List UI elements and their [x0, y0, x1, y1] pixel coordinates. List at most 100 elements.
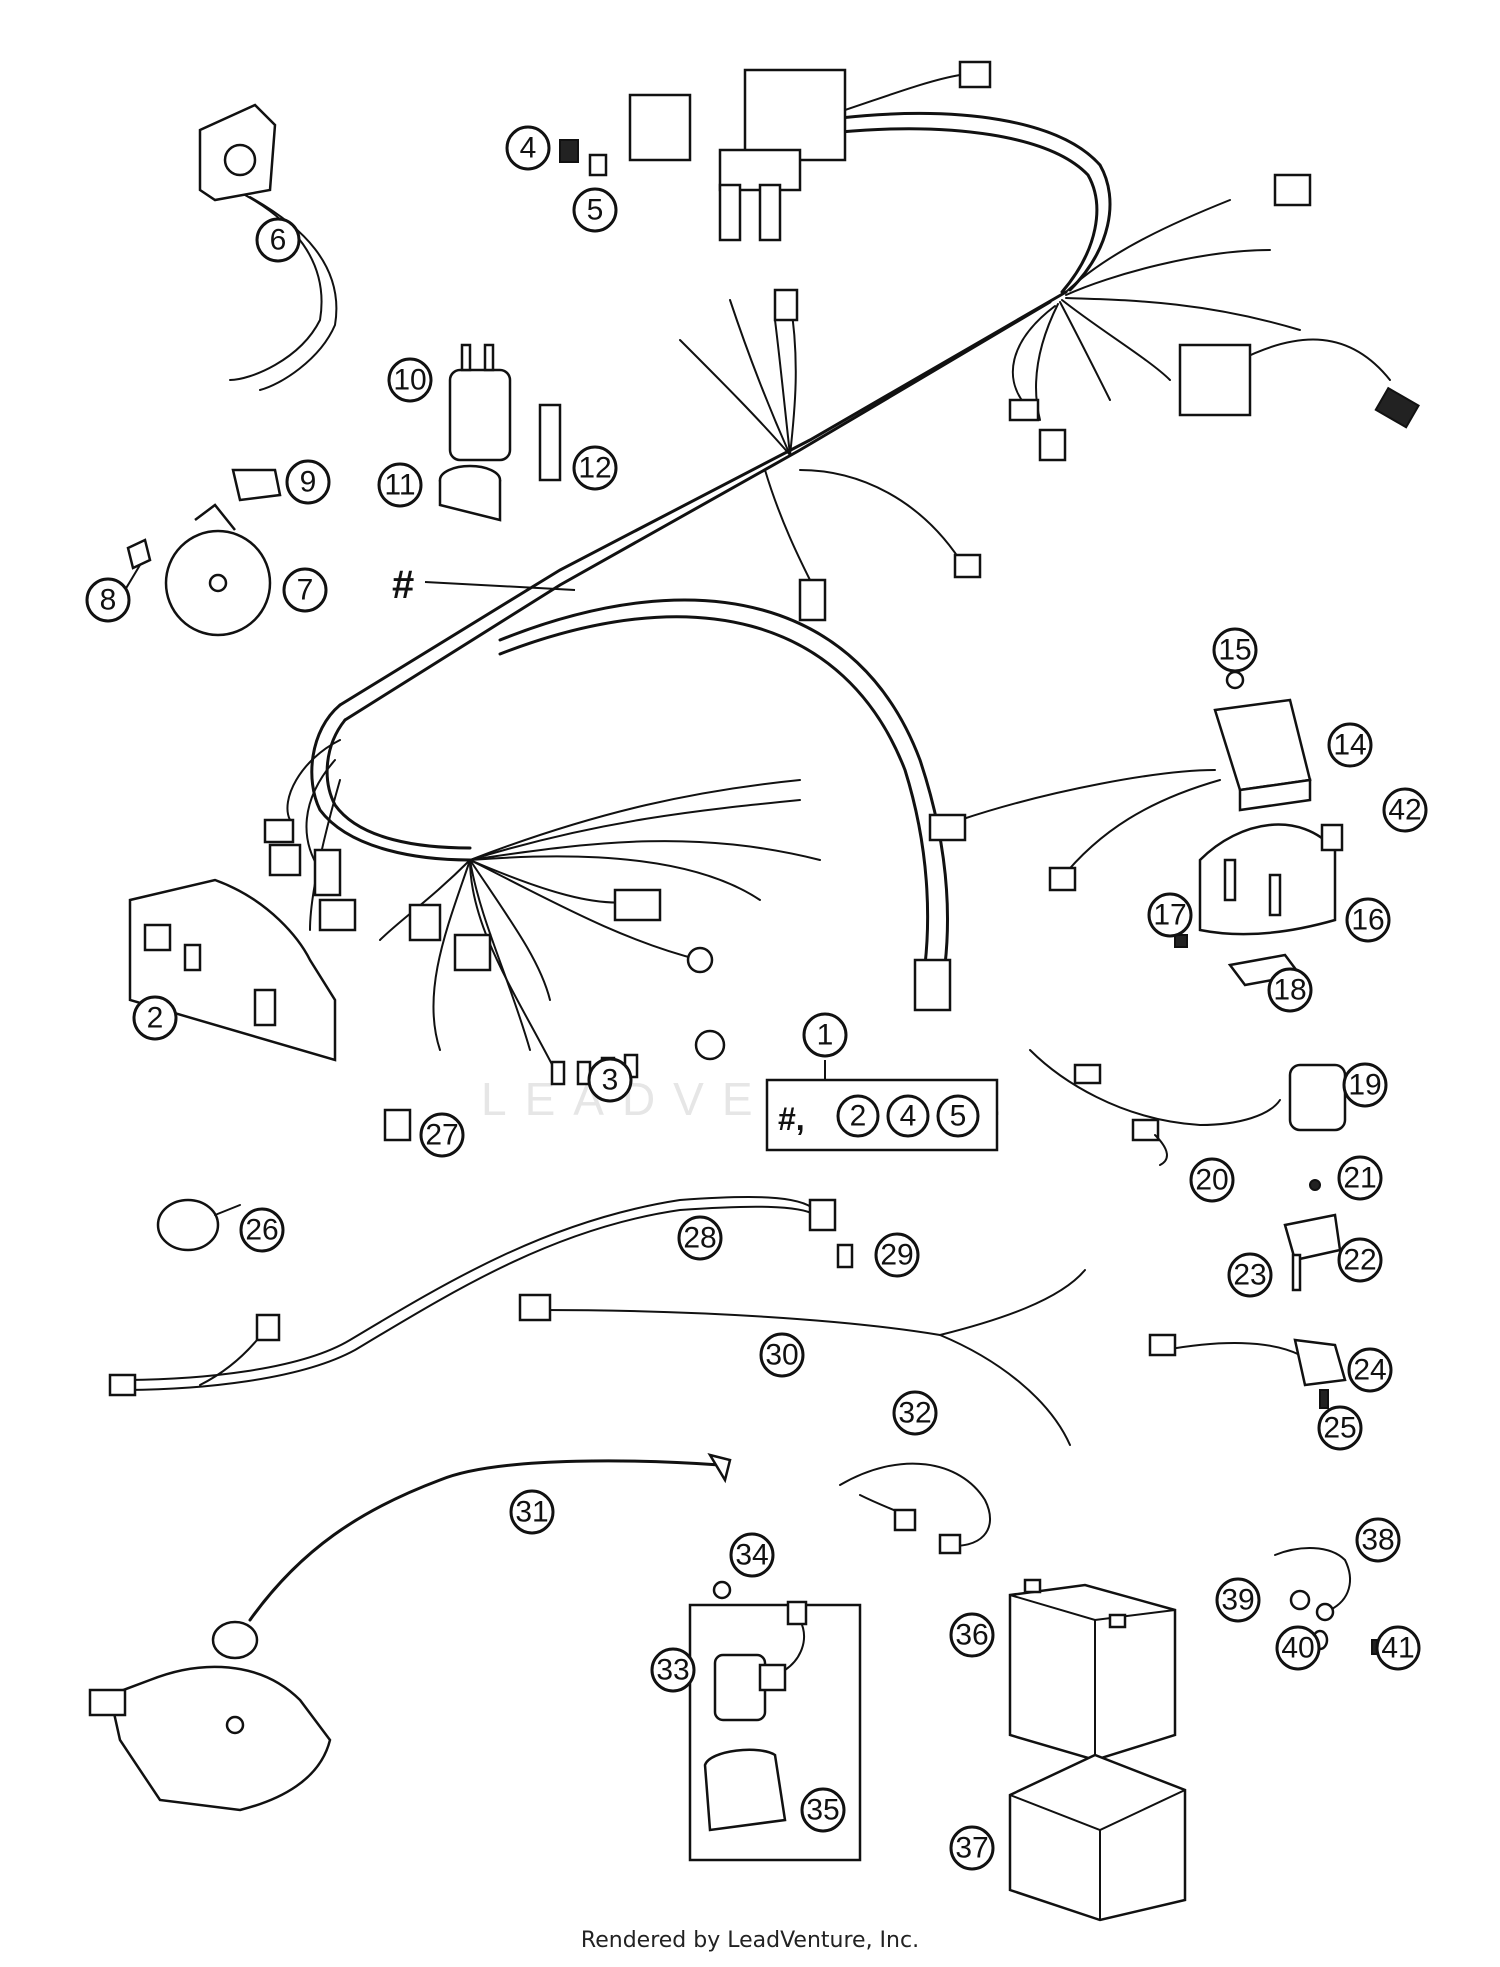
plug-connector: [313, 848, 342, 897]
svg-text:5: 5: [587, 194, 604, 227]
svg-text:18: 18: [1273, 974, 1306, 1007]
svg-text:41: 41: [1381, 1632, 1414, 1665]
callout-22: 22: [1337, 1237, 1383, 1283]
plug-connector: [913, 958, 952, 1012]
callout-31: 31: [509, 1489, 555, 1535]
svg-text:21: 21: [1343, 1162, 1376, 1195]
callout-14: 14: [1327, 722, 1373, 768]
svg-text:25: 25: [1323, 1412, 1356, 1445]
callout-28: 28: [677, 1215, 723, 1261]
callout-35: 35: [800, 1787, 846, 1833]
callout-20: 20: [1189, 1157, 1235, 1203]
svg-text:24: 24: [1353, 1354, 1386, 1387]
svg-text:32: 32: [898, 1397, 931, 1430]
svg-text:5: 5: [950, 1100, 967, 1133]
mounting-bracket-2: [128, 878, 337, 1062]
plug-connector: [1008, 398, 1040, 422]
battery-box-37: [1008, 1753, 1187, 1922]
voltage-regulator-14: [928, 698, 1312, 892]
plug-connector: [798, 578, 827, 622]
kit-callout-2: 2: [836, 1094, 880, 1138]
lamp-wire-28: [108, 1196, 837, 1397]
clip-42: [1320, 823, 1344, 852]
kit-callout-4: 4: [886, 1094, 930, 1138]
rubber-ring-11: [438, 464, 502, 522]
plug-connector: [1038, 428, 1067, 462]
svg-text:38: 38: [1361, 1524, 1394, 1557]
callout-21: 21: [1337, 1155, 1383, 1201]
kit-callout-5: 5: [936, 1094, 980, 1138]
fuse-box: [628, 60, 992, 242]
callout-4: 4: [505, 125, 551, 171]
callout-26: 26: [239, 1207, 285, 1253]
battery-36: [1008, 1578, 1177, 1762]
svg-text:20: 20: [1195, 1164, 1228, 1197]
svg-text:12: 12: [578, 452, 611, 485]
svg-text:17: 17: [1153, 899, 1186, 932]
callout-8: 8: [85, 577, 131, 623]
battery-cable-38: [1274, 1547, 1351, 1622]
svg-text:29: 29: [880, 1239, 913, 1272]
starter-motor: [88, 1665, 332, 1812]
svg-text:9: 9: [300, 466, 317, 499]
screw-8: [124, 538, 152, 591]
callout-3: 3: [587, 1057, 633, 1103]
callout-11: 11: [377, 462, 423, 508]
svg-text:16: 16: [1351, 904, 1384, 937]
callout-15: 15: [1212, 627, 1258, 673]
bulb-socket: [694, 1029, 726, 1061]
callout-42: 42: [1382, 787, 1428, 833]
svg-text:1: 1: [817, 1019, 834, 1052]
callout-9: 9: [285, 459, 331, 505]
svg-text:37: 37: [955, 1832, 988, 1865]
callout-5: 5: [572, 187, 618, 233]
callout-2: 2: [132, 995, 178, 1041]
callout-19: 19: [1342, 1062, 1388, 1108]
clip-12: [538, 403, 562, 482]
cable-tie-26: [156, 1198, 241, 1252]
screw-25: [1319, 1389, 1329, 1409]
switch-connector: [613, 888, 662, 922]
kit-hash-label: #,: [778, 1101, 805, 1137]
svg-text:11: 11: [384, 469, 415, 502]
mounting-plate-16: [1198, 823, 1337, 936]
svg-text:7: 7: [297, 574, 314, 607]
callout-40: 40: [1275, 1625, 1321, 1671]
starter-relay-group-33: [688, 1600, 862, 1862]
svg-text:2: 2: [850, 1100, 867, 1133]
plug-connector: [773, 288, 799, 322]
cover-22: [1283, 1213, 1342, 1262]
cable-30: [518, 1269, 1086, 1446]
main-wiring-harness: [286, 112, 1391, 1081]
callout-33: 33: [650, 1647, 696, 1693]
sensor-24: [1148, 1333, 1347, 1387]
callout-7: 7: [282, 567, 328, 613]
svg-text:8: 8: [100, 584, 117, 617]
svg-text:42: 42: [1388, 794, 1421, 827]
svg-text:2: 2: [147, 1002, 164, 1035]
svg-text:28: 28: [683, 1222, 716, 1255]
callout-17: 17: [1147, 892, 1193, 938]
bulb-29: [836, 1243, 854, 1269]
relay-holder-35: [703, 1748, 787, 1832]
nut-15: [1225, 670, 1245, 690]
svg-text:26: 26: [245, 1214, 278, 1247]
callout-32: 32: [892, 1390, 938, 1436]
svg-text:3: 3: [602, 1064, 619, 1097]
callout-34: 34: [729, 1532, 775, 1578]
callout-39: 39: [1215, 1577, 1261, 1623]
fuse-4: [559, 139, 579, 163]
connector-20: [1131, 1118, 1168, 1166]
handlebar-switch-19: [1029, 1049, 1347, 1132]
multi-pin-connector: [1178, 343, 1252, 417]
nut-39: [1289, 1589, 1311, 1611]
clip-27: [383, 1108, 412, 1142]
nut-21: [1309, 1179, 1321, 1191]
horn-bracket-9: [231, 468, 282, 502]
callout-37: 37: [949, 1825, 995, 1871]
small-harness-32: [839, 1462, 991, 1555]
svg-text:31: 31: [515, 1496, 548, 1529]
svg-text:40: 40: [1281, 1632, 1314, 1665]
